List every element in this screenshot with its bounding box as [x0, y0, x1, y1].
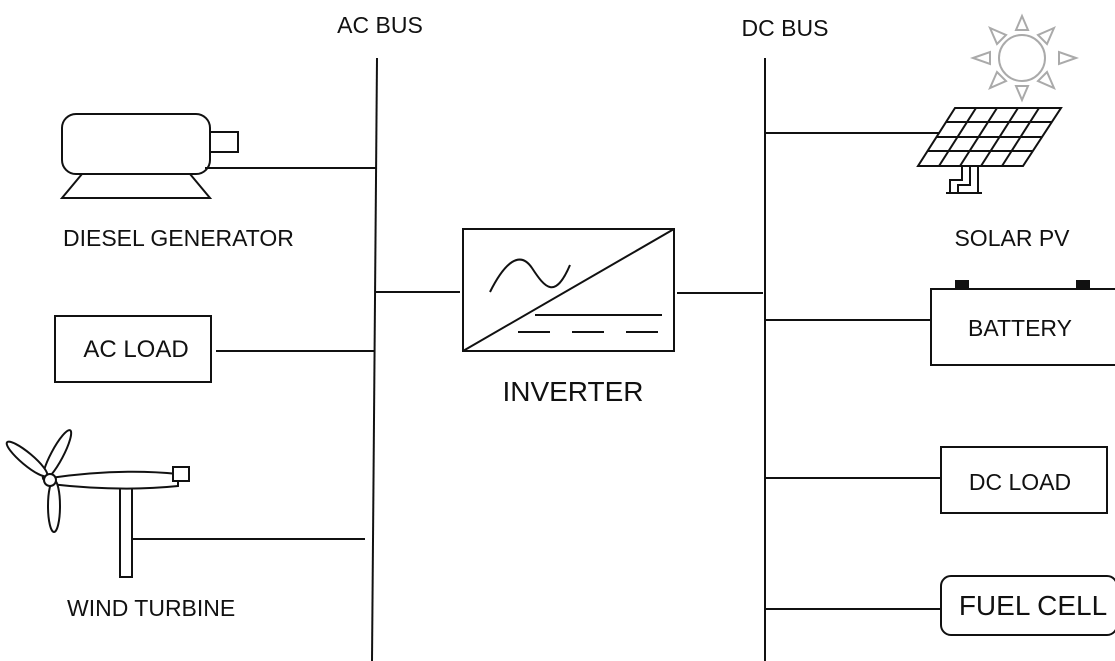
- dc-symbol-icon: [518, 314, 662, 333]
- inverter-box: [462, 228, 675, 352]
- dc-load-label: DC LOAD: [969, 469, 1071, 495]
- ac-load-box: AC LOAD: [54, 315, 212, 383]
- fuel-cell-label: FUEL CELL: [959, 590, 1107, 621]
- generator-icon: [59, 113, 239, 199]
- wind-turbine-label: WIND TURBINE: [67, 595, 235, 621]
- fuel-cell-box: FUEL CELL: [940, 575, 1115, 636]
- ac-bus-line: [371, 57, 378, 661]
- inverter-label: INVERTER: [502, 376, 643, 407]
- sun-icon: [969, 13, 1080, 103]
- wind-turbine-icon: [5, 429, 190, 578]
- ac-bus-label: AC BUS: [337, 12, 423, 38]
- dc-load-box: DC LOAD: [940, 446, 1108, 514]
- solar-panel-icon: [916, 107, 1063, 194]
- dc-bus-label: DC BUS: [742, 15, 829, 41]
- battery-label: BATTERY: [968, 315, 1072, 341]
- sine-wave-icon: [489, 258, 571, 293]
- battery-box: BATTERY: [930, 280, 1115, 366]
- solar-pv-label: SOLAR PV: [954, 225, 1070, 251]
- ac-load-label: AC LOAD: [83, 336, 188, 363]
- diesel-generator-label: DIESEL GENERATOR: [63, 225, 294, 251]
